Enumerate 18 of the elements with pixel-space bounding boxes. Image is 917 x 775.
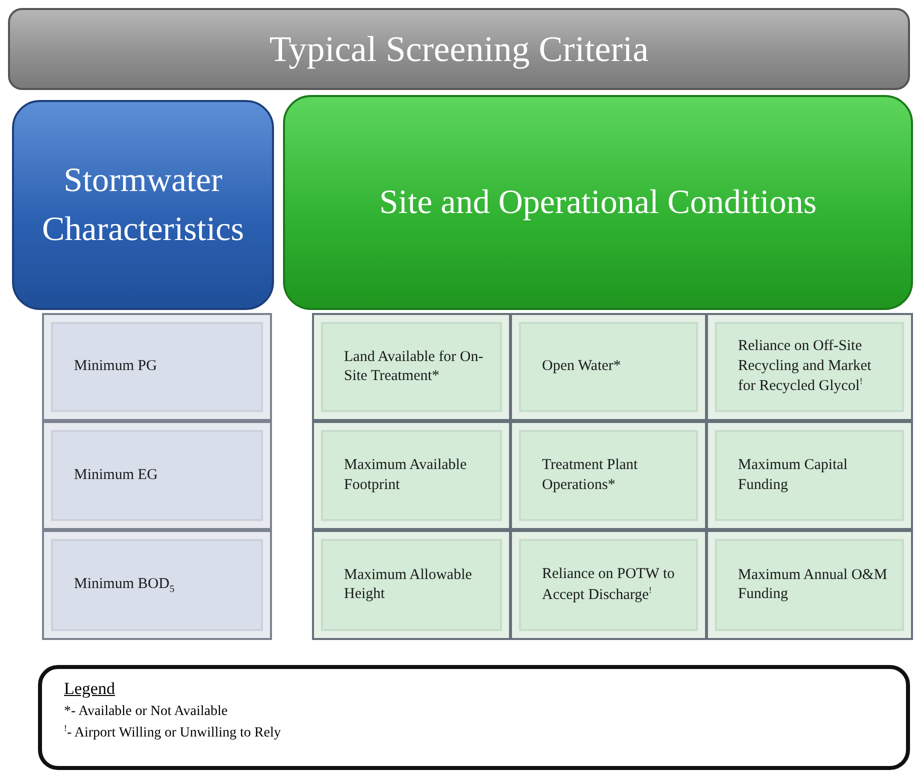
criteria-cell: Reliance on Off-Site Recycling and Market for Recycled Glycol$^{!}$ [706,313,913,421]
legend-heading: Legend [64,679,115,699]
criteria-cell: Reliance on POTW to Accept Discharge$^{!}$ [510,530,707,640]
criteria-cell: Minimum BOD$_{5}$ [42,530,272,640]
criteria-cell: Minimum EG [42,421,272,530]
criteria-cell: Land Available for On-Site Treatment* [312,313,511,421]
criteria-cell: Maximum Allowable Height [312,530,511,640]
legend-entry: *- Available or Not Available [64,704,229,720]
criteria-cell: Treatment Plant Operations* [510,421,707,530]
category-header: Stormwater Characteristics [12,100,274,310]
criteria-cell: Maximum Available Footprint [312,421,511,530]
title-banner: Typical Screening Criteria [8,8,910,90]
criteria-cell: Minimum PG [42,313,272,421]
criteria-cell: Maximum Capital Funding [706,421,913,530]
legend-entry: $^{!}$- Airport Willing or Unwilling to Rely [64,723,282,742]
category-header: Site and Operational Conditions [283,95,913,310]
criteria-cell: Maximum Annual O&M Funding [706,530,913,640]
criteria-cell: Open Water* [510,313,707,421]
